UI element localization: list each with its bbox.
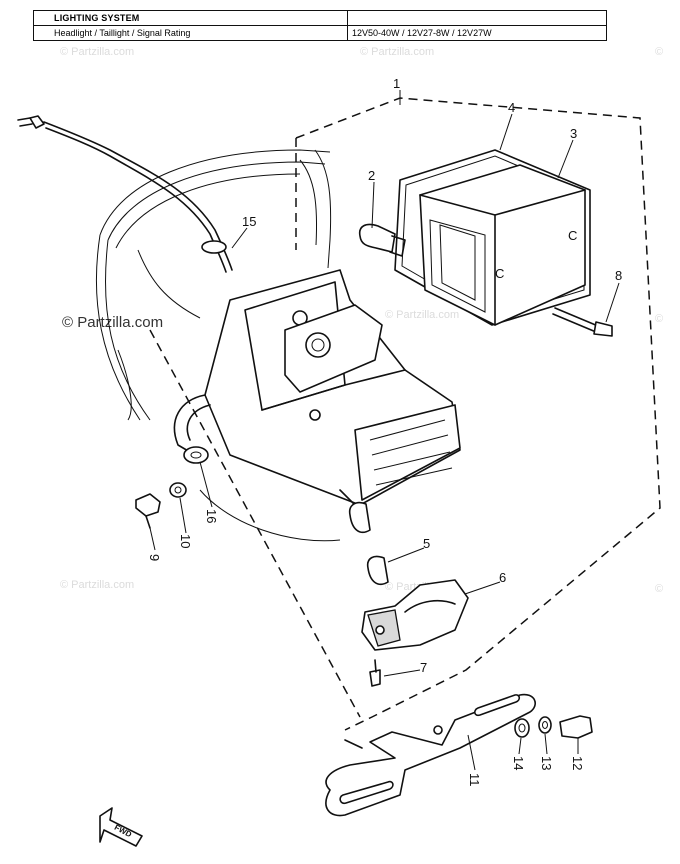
spec-header-row: LIGHTING SYSTEM (33, 10, 607, 26)
callout-1: 1 (393, 76, 400, 91)
license-bracket-11 (325, 693, 536, 817)
taillight-housing (173, 269, 461, 506)
callout-14: 14 (511, 756, 526, 770)
callout-2: 2 (368, 168, 375, 183)
assembly-outline-diag (149, 329, 361, 718)
washer-10 (169, 482, 187, 498)
bracket-slot (474, 694, 521, 717)
watermark-edge: © (655, 313, 663, 325)
spec-table: LIGHTING SYSTEM Headlight / Taillight / … (33, 10, 607, 41)
signal-lens-3: C C (419, 164, 586, 326)
bolt-12 (559, 715, 593, 739)
washer-13 (538, 716, 552, 734)
watermark-edge: © (655, 46, 663, 58)
watermark-main: © Partzilla.com (62, 314, 163, 331)
callout-12: 12 (570, 756, 585, 770)
watermark-lower: © Partzilla.com (60, 579, 134, 591)
callout-7: 7 (420, 660, 427, 675)
fender-outline (95, 149, 341, 542)
watermark-corner: © Partzilla.com (60, 46, 134, 58)
bulb-2 (358, 223, 406, 257)
spec-rating-row: Headlight / Taillight / Signal Rating 12… (33, 25, 607, 41)
watermark-mid: © Partzilla.com (385, 309, 459, 321)
license-light-6 (361, 579, 469, 651)
callout-9: 9 (147, 554, 162, 561)
bulb-5 (348, 501, 389, 586)
bracket-slot (339, 780, 394, 805)
callout-15: 15 (242, 214, 256, 229)
grommet-15 (201, 240, 227, 254)
callout-4: 4 (508, 100, 515, 115)
callout-6: 6 (499, 570, 506, 585)
callout-16: 16 (204, 509, 219, 523)
fwd-arrow: FWD (99, 807, 143, 847)
callout-3: 3 (570, 126, 577, 141)
lens-mark: C (495, 266, 504, 281)
callout-10: 10 (178, 534, 193, 548)
callout-5: 5 (423, 536, 430, 551)
taillight-lens (354, 404, 461, 501)
callout-13: 13 (539, 756, 554, 770)
watermark-edge: © (655, 583, 663, 595)
watermark-group: © Partzilla.com © Partzilla.com © Partzi… (60, 46, 663, 595)
spec-rating-value: 12V50-40W / 12V27-8W / 12V27W (347, 25, 607, 41)
screw-8 (552, 307, 613, 337)
callout-8: 8 (615, 268, 622, 283)
screw-7 (369, 659, 381, 687)
leader-lines (149, 90, 620, 771)
grommet-16 (183, 446, 209, 464)
lens-gasket-4 (394, 149, 591, 326)
wire-harness (17, 115, 233, 273)
callout-labels: 1 2 3 4 5 6 7 8 9 10 16 15 11 14 13 12 (147, 76, 622, 787)
socket-plate (284, 304, 383, 393)
callout-11: 11 (467, 773, 482, 787)
bolt-9 (135, 493, 161, 529)
watermark-corner: © Partzilla.com (360, 46, 434, 58)
washer-14 (514, 718, 530, 738)
lens-mark: C (568, 228, 577, 243)
